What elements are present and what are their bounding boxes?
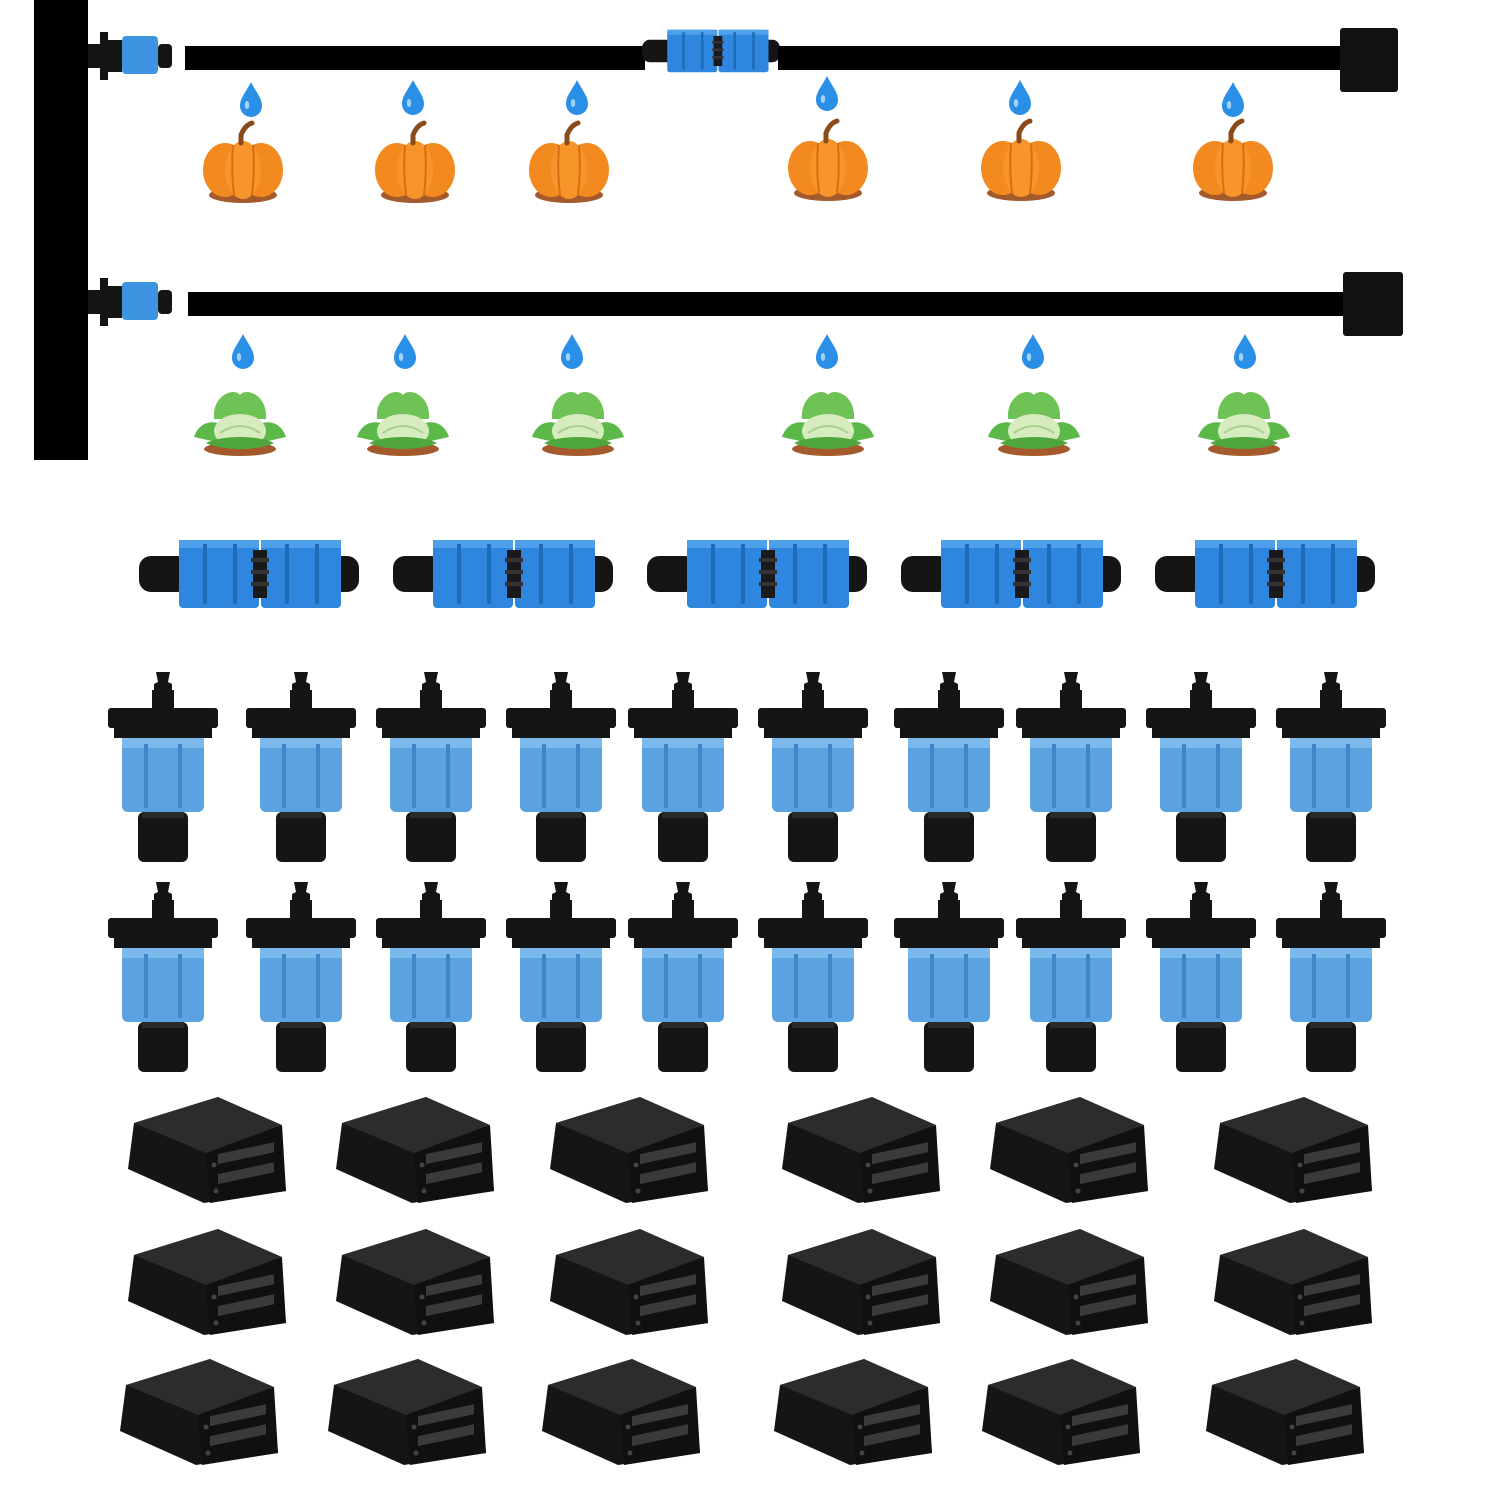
main-supply-pipe bbox=[34, 0, 88, 460]
end-closure-icon bbox=[1343, 272, 1403, 336]
drip-tape-segment bbox=[778, 46, 1343, 70]
drip-line-1 bbox=[88, 28, 1398, 203]
start-connector-icon bbox=[88, 278, 172, 326]
drip-line-2 bbox=[88, 272, 1403, 457]
irrigation-diagram bbox=[34, 0, 1403, 460]
drip-tape-segment bbox=[188, 292, 1346, 316]
end-closure-icon bbox=[1340, 28, 1398, 92]
drip-tape-segment bbox=[185, 46, 645, 70]
start-connector-icon bbox=[88, 32, 172, 80]
